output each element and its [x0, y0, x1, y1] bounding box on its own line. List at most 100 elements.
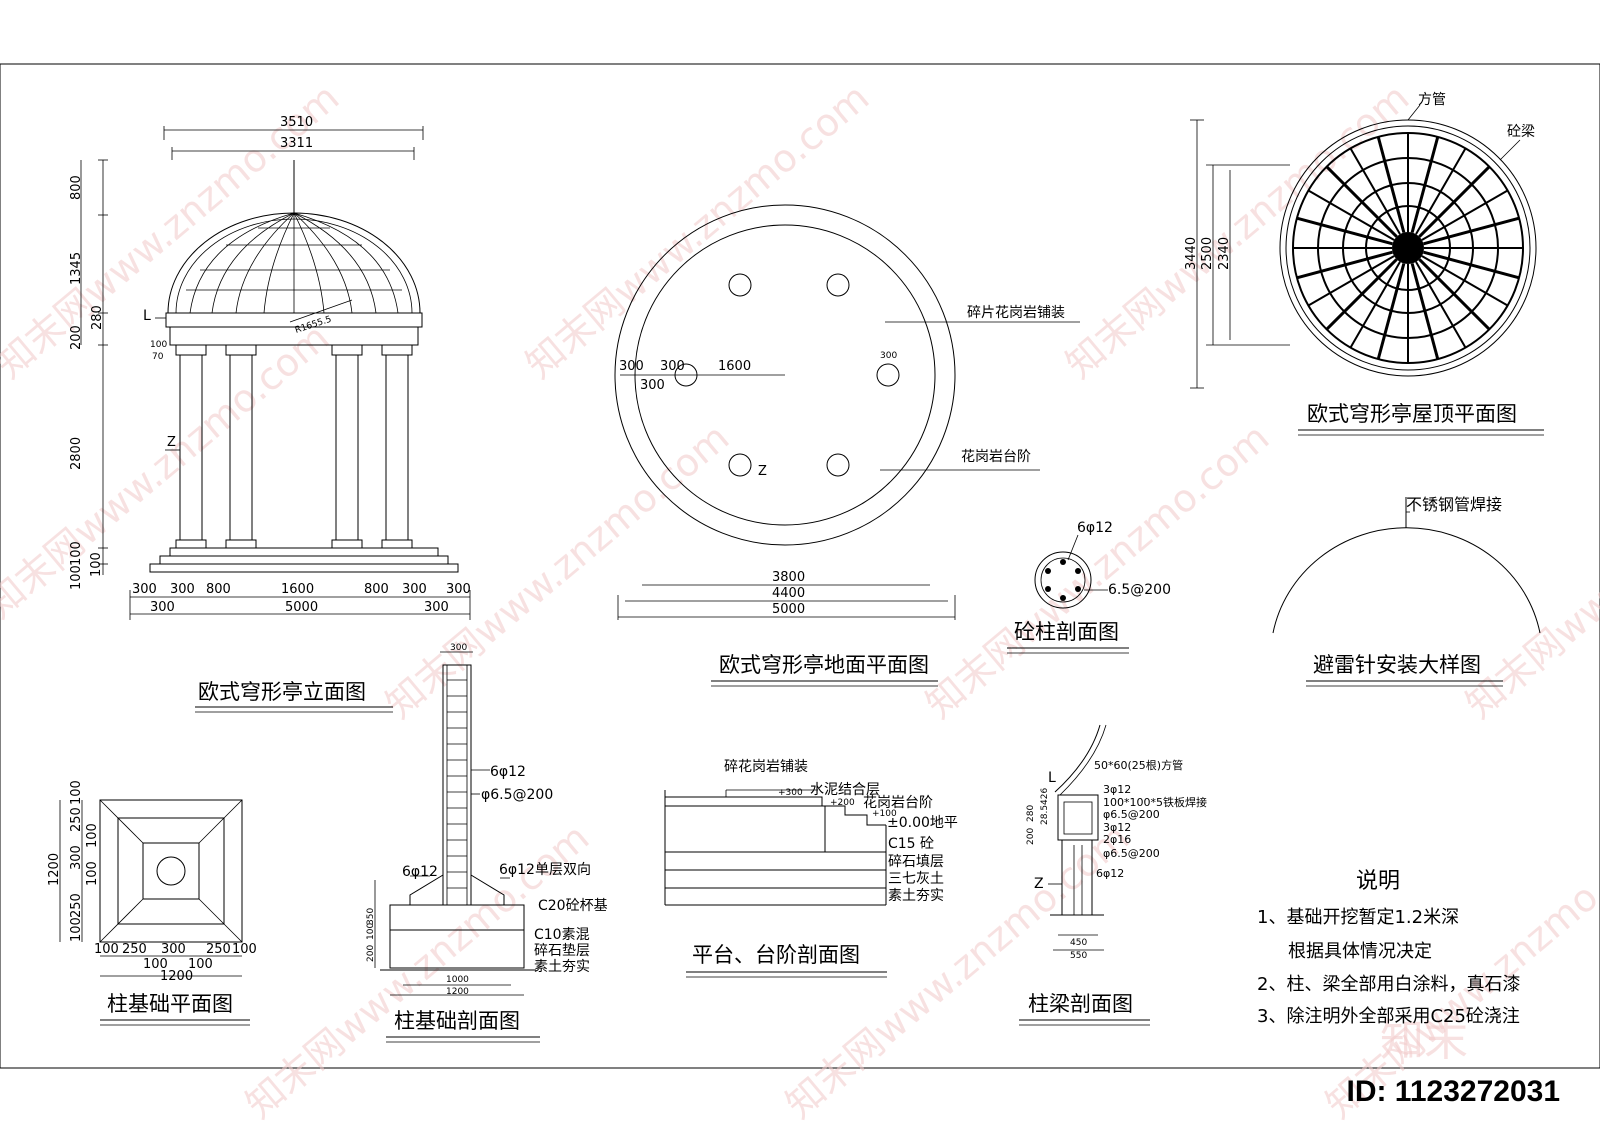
roof-spoke: [1325, 258, 1398, 331]
ftg-plan-bot-300: 300: [161, 942, 186, 957]
elev-bot-total-3: 300: [424, 600, 449, 615]
column-section-title: 砼柱剖面图: [1014, 620, 1119, 644]
watermark-4: 知末网www.znzmo.com: [0, 315, 337, 627]
drawing-id-label: ID: 1123272031: [1346, 1075, 1560, 1108]
beam-plate: 100*100*5铁板焊接: [1103, 795, 1207, 809]
plat-elev2: +200: [830, 798, 855, 808]
ftg-plan-dim-100c: 100: [85, 861, 100, 886]
column-section-drawing: 6φ12 6.5@200 砼柱剖面图: [1007, 520, 1171, 654]
platform-section-title: 平台、台阶剖面图: [692, 943, 860, 967]
roof-spoke: [1307, 255, 1395, 307]
elev-mark-z: Z: [167, 435, 176, 450]
elev-top-dim-1: 3510: [280, 115, 313, 130]
beam-section-drawing: 50*60(25根)方管 3φ12 100*100*5铁板焊接 φ6.5@200…: [1019, 724, 1207, 1026]
watermark-7: 知末网www.znzmo.com: [1458, 415, 1600, 727]
elev-bot-4: 1600: [281, 582, 314, 597]
roof-spoke: [1296, 216, 1393, 246]
column-bar-label: 6φ12: [1077, 520, 1113, 536]
roof-dim-2500: 2500: [1200, 237, 1215, 270]
floor-plan-drawing: 300 300 1600 300 300 Z 碎片花岗岩铺装 花岗岩台阶 380…: [614, 204, 1080, 687]
beam-section-title: 柱梁剖面图: [1028, 992, 1133, 1016]
roof-spoke: [1415, 147, 1467, 235]
roof-label-tube: 方管: [1418, 92, 1446, 108]
ftg-sec-left-350: 350: [366, 908, 376, 925]
ftg-plan-bot-100c: 100: [143, 957, 168, 972]
floor-bot-3800: 3800: [772, 570, 805, 585]
watermark-2: 知末网www.znzmo.com: [518, 75, 878, 387]
ftg-sec-plain: C10素混: [534, 927, 590, 943]
roof-plan-drawing: 方管 砼梁 3440 2500 2340 欧式穹形亭屋顶平面图: [1184, 92, 1544, 436]
floor-label-step: 花岗岩台阶: [961, 449, 1031, 465]
beam-left-dim-1: 28.5426: [1040, 788, 1050, 825]
footing-plan-drawing: 1200 100 250 300 100 100 250 100 100 250…: [47, 780, 257, 1026]
beam-mark-z: Z: [1034, 876, 1044, 892]
roof-spoke: [1376, 263, 1406, 360]
floor-dim-300b: 300: [660, 359, 685, 374]
beam-bar3: 2φ16: [1103, 833, 1131, 846]
plat-soil: 素土夯实: [888, 888, 944, 904]
ftg-plan-bot-250a: 250: [122, 942, 147, 957]
roof-spoke: [1421, 189, 1509, 241]
watermark-3: 知末网www.znzmo.com: [1058, 75, 1418, 387]
ftg-sec-bot-1200: 1200: [446, 987, 469, 997]
roof-spoke: [1423, 250, 1520, 280]
elev-mark-l: L: [143, 308, 151, 324]
footing-section-drawing: 300 6φ12 φ6.5@200 6φ12 6φ12单层双向 C20砼杯基 C…: [366, 643, 608, 1043]
footing-section-title: 柱基础剖面图: [394, 1009, 520, 1033]
lightning-title: 避雷针安装大样图: [1313, 653, 1481, 677]
roof-spoke: [1307, 189, 1395, 241]
ftg-sec-bar2: 6φ12: [402, 864, 438, 880]
roof-label-beam: 砼梁: [1507, 124, 1535, 140]
platform-section-drawing: 碎花岗岩铺装 +300 水泥结合层 +200 花岗岩台阶 +100 ±0.00地…: [664, 759, 958, 978]
elev-left-dim-100a: 100: [150, 340, 167, 350]
ftg-sec-left-200: 200: [366, 945, 376, 962]
roof-dim-3440: 3440: [1184, 237, 1199, 270]
plat-step: 花岗岩台阶: [863, 795, 933, 811]
watermark-logo: 知末: [1380, 1015, 1468, 1066]
plat-mortar: 水泥结合层: [810, 782, 880, 798]
floor-bot-5000: 5000: [772, 602, 805, 617]
elev-left-dim-100d: 100: [89, 552, 104, 577]
beam-bot-450: 450: [1070, 938, 1087, 948]
elev-left-dim-2800: 2800: [69, 437, 84, 470]
ftg-sec-top: 300: [450, 643, 467, 653]
elev-left-dim-280: 280: [90, 305, 105, 330]
beam-bot-550: 550: [1070, 951, 1087, 961]
roof-plan-title: 欧式穹形亭屋顶平面图: [1307, 402, 1517, 426]
roof-spoke: [1418, 165, 1491, 238]
beam-bar1: 3φ12: [1103, 783, 1131, 796]
ftg-plan-dim-100b: 100: [85, 823, 100, 848]
beam-bar2: 3φ12: [1103, 821, 1131, 834]
watermark-9: 知末网www.znzmo.com: [778, 815, 1138, 1127]
roof-dim-2340: 2340: [1217, 237, 1232, 270]
beam-left-dim-2: 280: [1026, 805, 1036, 822]
beam-left-dim-3: 200: [1026, 828, 1036, 845]
elev-bot-total-2: 5000: [285, 600, 318, 615]
ftg-sec-cup: C20砼杯基: [538, 897, 608, 914]
elev-bot-5: 800: [364, 582, 389, 597]
floor-mark-z: Z: [758, 464, 767, 479]
notes-item-2: 2、柱、梁全部用白涂料，真石漆: [1257, 974, 1520, 995]
beam-mark-l: L: [1048, 770, 1056, 786]
lightning-label: 不锈钢管焊接: [1406, 495, 1502, 514]
plat-paving: 碎花岗岩铺装: [724, 759, 808, 775]
floor-plan-title: 欧式穹形亭地面平面图: [719, 653, 929, 677]
plat-lime: 三七灰土: [888, 871, 944, 887]
footing-plan-title: 柱基础平面图: [107, 992, 233, 1016]
roof-spoke: [1325, 165, 1398, 238]
ftg-sec-stirrup: φ6.5@200: [481, 787, 553, 803]
ftg-plan-dim-250b: 250: [69, 893, 84, 918]
footing-stirrups: [447, 679, 467, 889]
plat-c15: C15 砼: [888, 836, 934, 852]
plat-elev1: +300: [778, 788, 803, 798]
ftg-sec-soil: 素土夯实: [534, 959, 590, 975]
roof-spoke: [1418, 258, 1491, 331]
ftg-plan-dim-300: 300: [69, 845, 84, 870]
elev-top-dim-2: 3311: [280, 136, 313, 151]
ftg-sec-left-100: 100: [366, 923, 376, 940]
ftg-plan-bot-1200: 1200: [160, 969, 193, 984]
roof-spoke: [1421, 255, 1509, 307]
elev-bot-7: 300: [446, 582, 471, 597]
ftg-plan-dim-100d: 100: [69, 917, 84, 942]
beam-stir1: φ6.5@200: [1103, 808, 1160, 821]
